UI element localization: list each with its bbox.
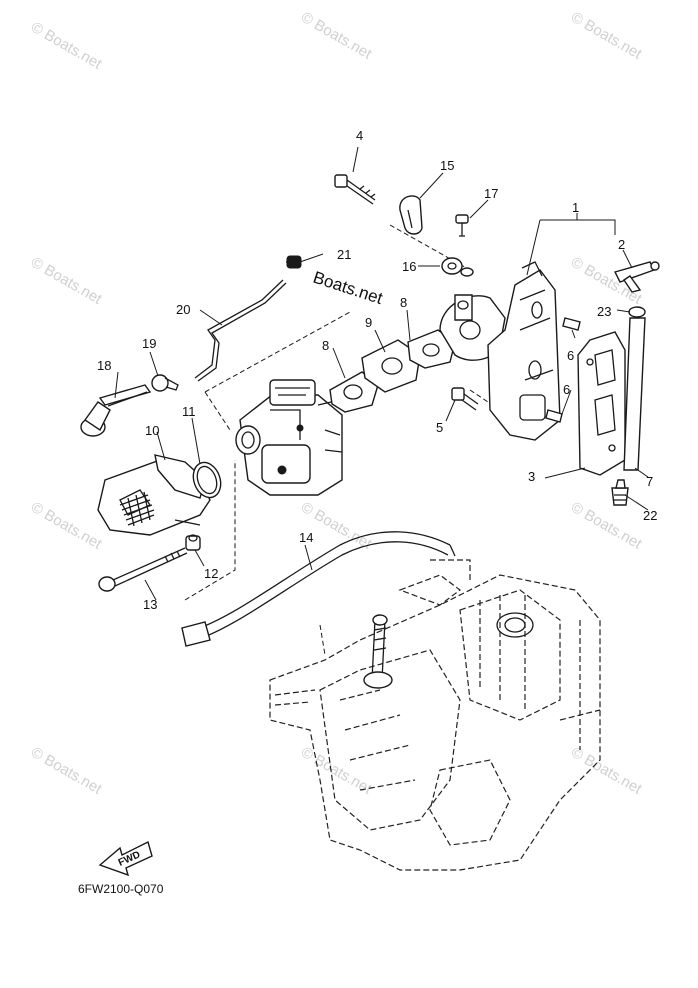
callout-21[interactable]: 21 bbox=[337, 247, 351, 262]
carburetor-assembly[interactable] bbox=[235, 379, 346, 496]
callout-13[interactable]: 13 bbox=[143, 597, 157, 612]
watermark: © Boats.net bbox=[28, 499, 105, 553]
gasket-part-8-right[interactable] bbox=[407, 329, 456, 369]
callout-numbers: 4 15 17 1 2 21 16 20 8 9 23 8 19 6 18 6 … bbox=[97, 128, 657, 612]
diagram-code: 6FW2100-Q070 bbox=[78, 882, 164, 896]
pin-part-6-upper[interactable] bbox=[562, 317, 581, 331]
fwd-arrow: FWD bbox=[98, 840, 153, 877]
clip-part-21[interactable] bbox=[286, 255, 302, 269]
brand-label: Boats.net bbox=[311, 268, 385, 308]
watermark: © Boats.net bbox=[28, 254, 105, 308]
hose-part-14[interactable] bbox=[181, 531, 456, 647]
intake-manifold-part-1[interactable] bbox=[439, 261, 561, 441]
callout-10[interactable]: 10 bbox=[145, 423, 159, 438]
clamp-part-23[interactable] bbox=[628, 306, 646, 318]
bolt-part-4[interactable] bbox=[334, 174, 376, 205]
watermark: © Boats.net bbox=[568, 499, 645, 553]
collar-part-12[interactable] bbox=[185, 534, 201, 551]
callout-7[interactable]: 7 bbox=[646, 474, 653, 489]
bolt-part-5[interactable] bbox=[451, 387, 479, 411]
callout-3[interactable]: 3 bbox=[528, 469, 535, 484]
callout-20[interactable]: 20 bbox=[176, 302, 190, 317]
gasket-part-3[interactable] bbox=[577, 331, 626, 476]
watermark: © Boats.net bbox=[28, 19, 105, 73]
callout-1[interactable]: 1 bbox=[572, 200, 579, 215]
callout-22[interactable]: 22 bbox=[643, 508, 657, 523]
mesh-grille bbox=[119, 491, 155, 527]
watermark: © Boats.net bbox=[28, 744, 105, 798]
pin-part-6-lower[interactable] bbox=[545, 409, 563, 423]
grommet-part-16[interactable] bbox=[441, 257, 474, 277]
watermark: © Boats.net bbox=[568, 9, 645, 63]
watermark: © Boats.net bbox=[298, 499, 375, 553]
callout-16[interactable]: 16 bbox=[402, 259, 416, 274]
callout-5[interactable]: 5 bbox=[436, 420, 443, 435]
callout-12[interactable]: 12 bbox=[204, 566, 218, 581]
engine-block bbox=[269, 559, 601, 871]
callout-8-left[interactable]: 8 bbox=[322, 338, 329, 353]
callout-8-right[interactable]: 8 bbox=[400, 295, 407, 310]
callout-19[interactable]: 19 bbox=[142, 336, 156, 351]
gasket-part-8-left[interactable] bbox=[329, 371, 379, 413]
t-fitting-part-2[interactable] bbox=[613, 261, 660, 293]
knob-part-18[interactable] bbox=[80, 384, 152, 437]
callout-15[interactable]: 15 bbox=[440, 158, 454, 173]
rod-part-20[interactable] bbox=[194, 279, 287, 382]
watermark: © Boats.net bbox=[298, 9, 375, 63]
callout-11[interactable]: 11 bbox=[182, 404, 196, 419]
valve-part-22[interactable] bbox=[611, 479, 629, 506]
callout-4[interactable]: 4 bbox=[356, 128, 363, 143]
callout-17[interactable]: 17 bbox=[484, 186, 498, 201]
clamp-part-15[interactable] bbox=[399, 195, 423, 235]
callout-2[interactable]: 2 bbox=[618, 237, 625, 252]
callout-6-upper[interactable]: 6 bbox=[567, 348, 574, 363]
hose-part-7[interactable] bbox=[623, 317, 646, 471]
leader-lines bbox=[114, 146, 649, 601]
callout-9[interactable]: 9 bbox=[365, 315, 372, 330]
watermark: © Boats.net bbox=[568, 744, 645, 798]
bolt-part-13[interactable] bbox=[98, 547, 188, 592]
callout-6-lower[interactable]: 6 bbox=[563, 382, 570, 397]
callout-23[interactable]: 23 bbox=[597, 304, 611, 319]
callout-18[interactable]: 18 bbox=[97, 358, 111, 373]
silencer-part-10[interactable] bbox=[97, 454, 211, 536]
spacer-part-9[interactable] bbox=[361, 339, 421, 393]
screw-part-17[interactable] bbox=[455, 214, 469, 237]
watermark: © Boats.net bbox=[298, 744, 375, 798]
fitting-part-19[interactable] bbox=[151, 374, 179, 392]
callout-14[interactable]: 14 bbox=[299, 530, 313, 545]
o-ring-part-11[interactable] bbox=[189, 459, 226, 502]
